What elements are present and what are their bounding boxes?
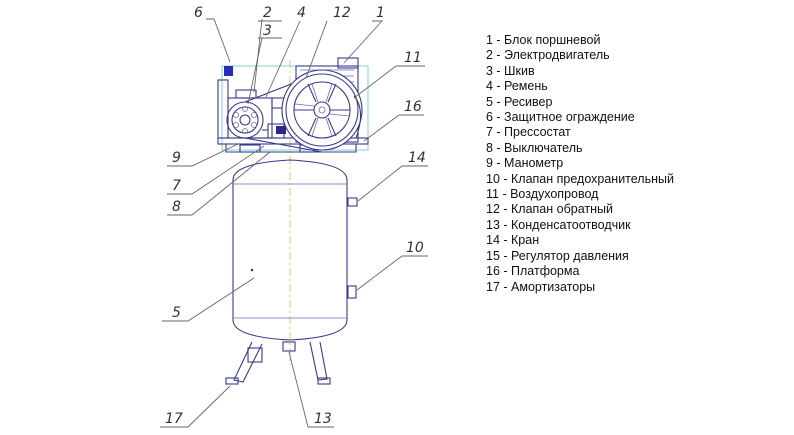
svg-text:3: 3 bbox=[263, 23, 272, 39]
legend-item: 9 - Манометр bbox=[486, 156, 564, 171]
callout-6: 6 bbox=[194, 5, 231, 63]
svg-text:12: 12 bbox=[333, 5, 351, 21]
pulley bbox=[281, 69, 363, 151]
legend-item: 11 - Воздухопровод bbox=[486, 187, 599, 202]
svg-text:10: 10 bbox=[406, 240, 424, 256]
legend-item: 7 - Прессостат bbox=[486, 125, 571, 140]
parts-legend: 1 - Блок поршневой 2 - Электродвигатель … bbox=[486, 33, 674, 295]
legend-item: 4 - Ремень bbox=[486, 79, 548, 94]
callout-16: 16 bbox=[363, 99, 424, 142]
svg-text:13: 13 bbox=[314, 411, 332, 427]
svg-text:8: 8 bbox=[172, 199, 181, 215]
pressure-switch bbox=[262, 123, 286, 139]
svg-text:16: 16 bbox=[404, 99, 422, 115]
callout-1: 1 bbox=[343, 5, 385, 64]
support-legs bbox=[225, 341, 331, 385]
callout-13: 13 bbox=[288, 351, 334, 428]
guard-mark bbox=[224, 66, 233, 76]
legend-item: 12 - Клапан обратный bbox=[486, 202, 613, 217]
callout-3: 3 bbox=[247, 20, 282, 105]
legend-item: 6 - Защитное ограждение bbox=[486, 110, 635, 125]
legend-item: 15 - Регулятор давления bbox=[486, 248, 629, 263]
legend-item: 5 - Ресивер bbox=[486, 94, 553, 109]
legend-item: 2 - Электродвигатель bbox=[486, 48, 610, 63]
compressor-drawing: 6 2 3 4 12 1 11 16 9 7 8 bbox=[160, 5, 428, 428]
callout-7: 7 bbox=[167, 145, 265, 195]
callout-8: 8 bbox=[167, 151, 271, 216]
svg-text:5: 5 bbox=[172, 305, 181, 321]
legend-item: 14 - Кран bbox=[486, 233, 540, 248]
callout-4: 4 bbox=[265, 5, 306, 98]
receiver bbox=[232, 159, 348, 341]
legend-item: 17 - Амортизаторы bbox=[486, 279, 596, 294]
legend-item: 8 - Выключатель bbox=[486, 140, 583, 155]
callout-2: 2 bbox=[253, 5, 272, 93]
callout-17: 17 bbox=[160, 385, 231, 428]
legend-item: 3 - Шкив bbox=[486, 63, 535, 78]
svg-text:11: 11 bbox=[404, 50, 422, 66]
legend-item: 16 - Платформа bbox=[486, 264, 580, 279]
svg-text:6: 6 bbox=[194, 5, 203, 21]
callout-12: 12 bbox=[305, 5, 351, 79]
callout-9: 9 bbox=[167, 143, 239, 167]
callout-10: 10 bbox=[356, 240, 428, 291]
protective-guard bbox=[221, 65, 369, 151]
svg-text:7: 7 bbox=[172, 178, 181, 194]
svg-text:17: 17 bbox=[165, 411, 183, 427]
legend-item: 1 - Блок поршневой bbox=[486, 33, 601, 47]
svg-text:1: 1 bbox=[376, 5, 385, 21]
svg-text:14: 14 bbox=[408, 150, 426, 166]
svg-text:2: 2 bbox=[263, 5, 272, 21]
svg-text:9: 9 bbox=[172, 150, 181, 166]
air-pipe bbox=[353, 95, 362, 139]
callout-11: 11 bbox=[353, 50, 425, 99]
svg-text:4: 4 bbox=[297, 5, 306, 21]
callout-5: 5 bbox=[162, 277, 255, 322]
tank-valves bbox=[347, 197, 358, 299]
legend-item: 10 - Клапан предохранительный bbox=[486, 171, 674, 186]
legend-item: 13 - Конденсатоотводчик bbox=[486, 217, 631, 232]
callout-14: 14 bbox=[357, 150, 428, 202]
